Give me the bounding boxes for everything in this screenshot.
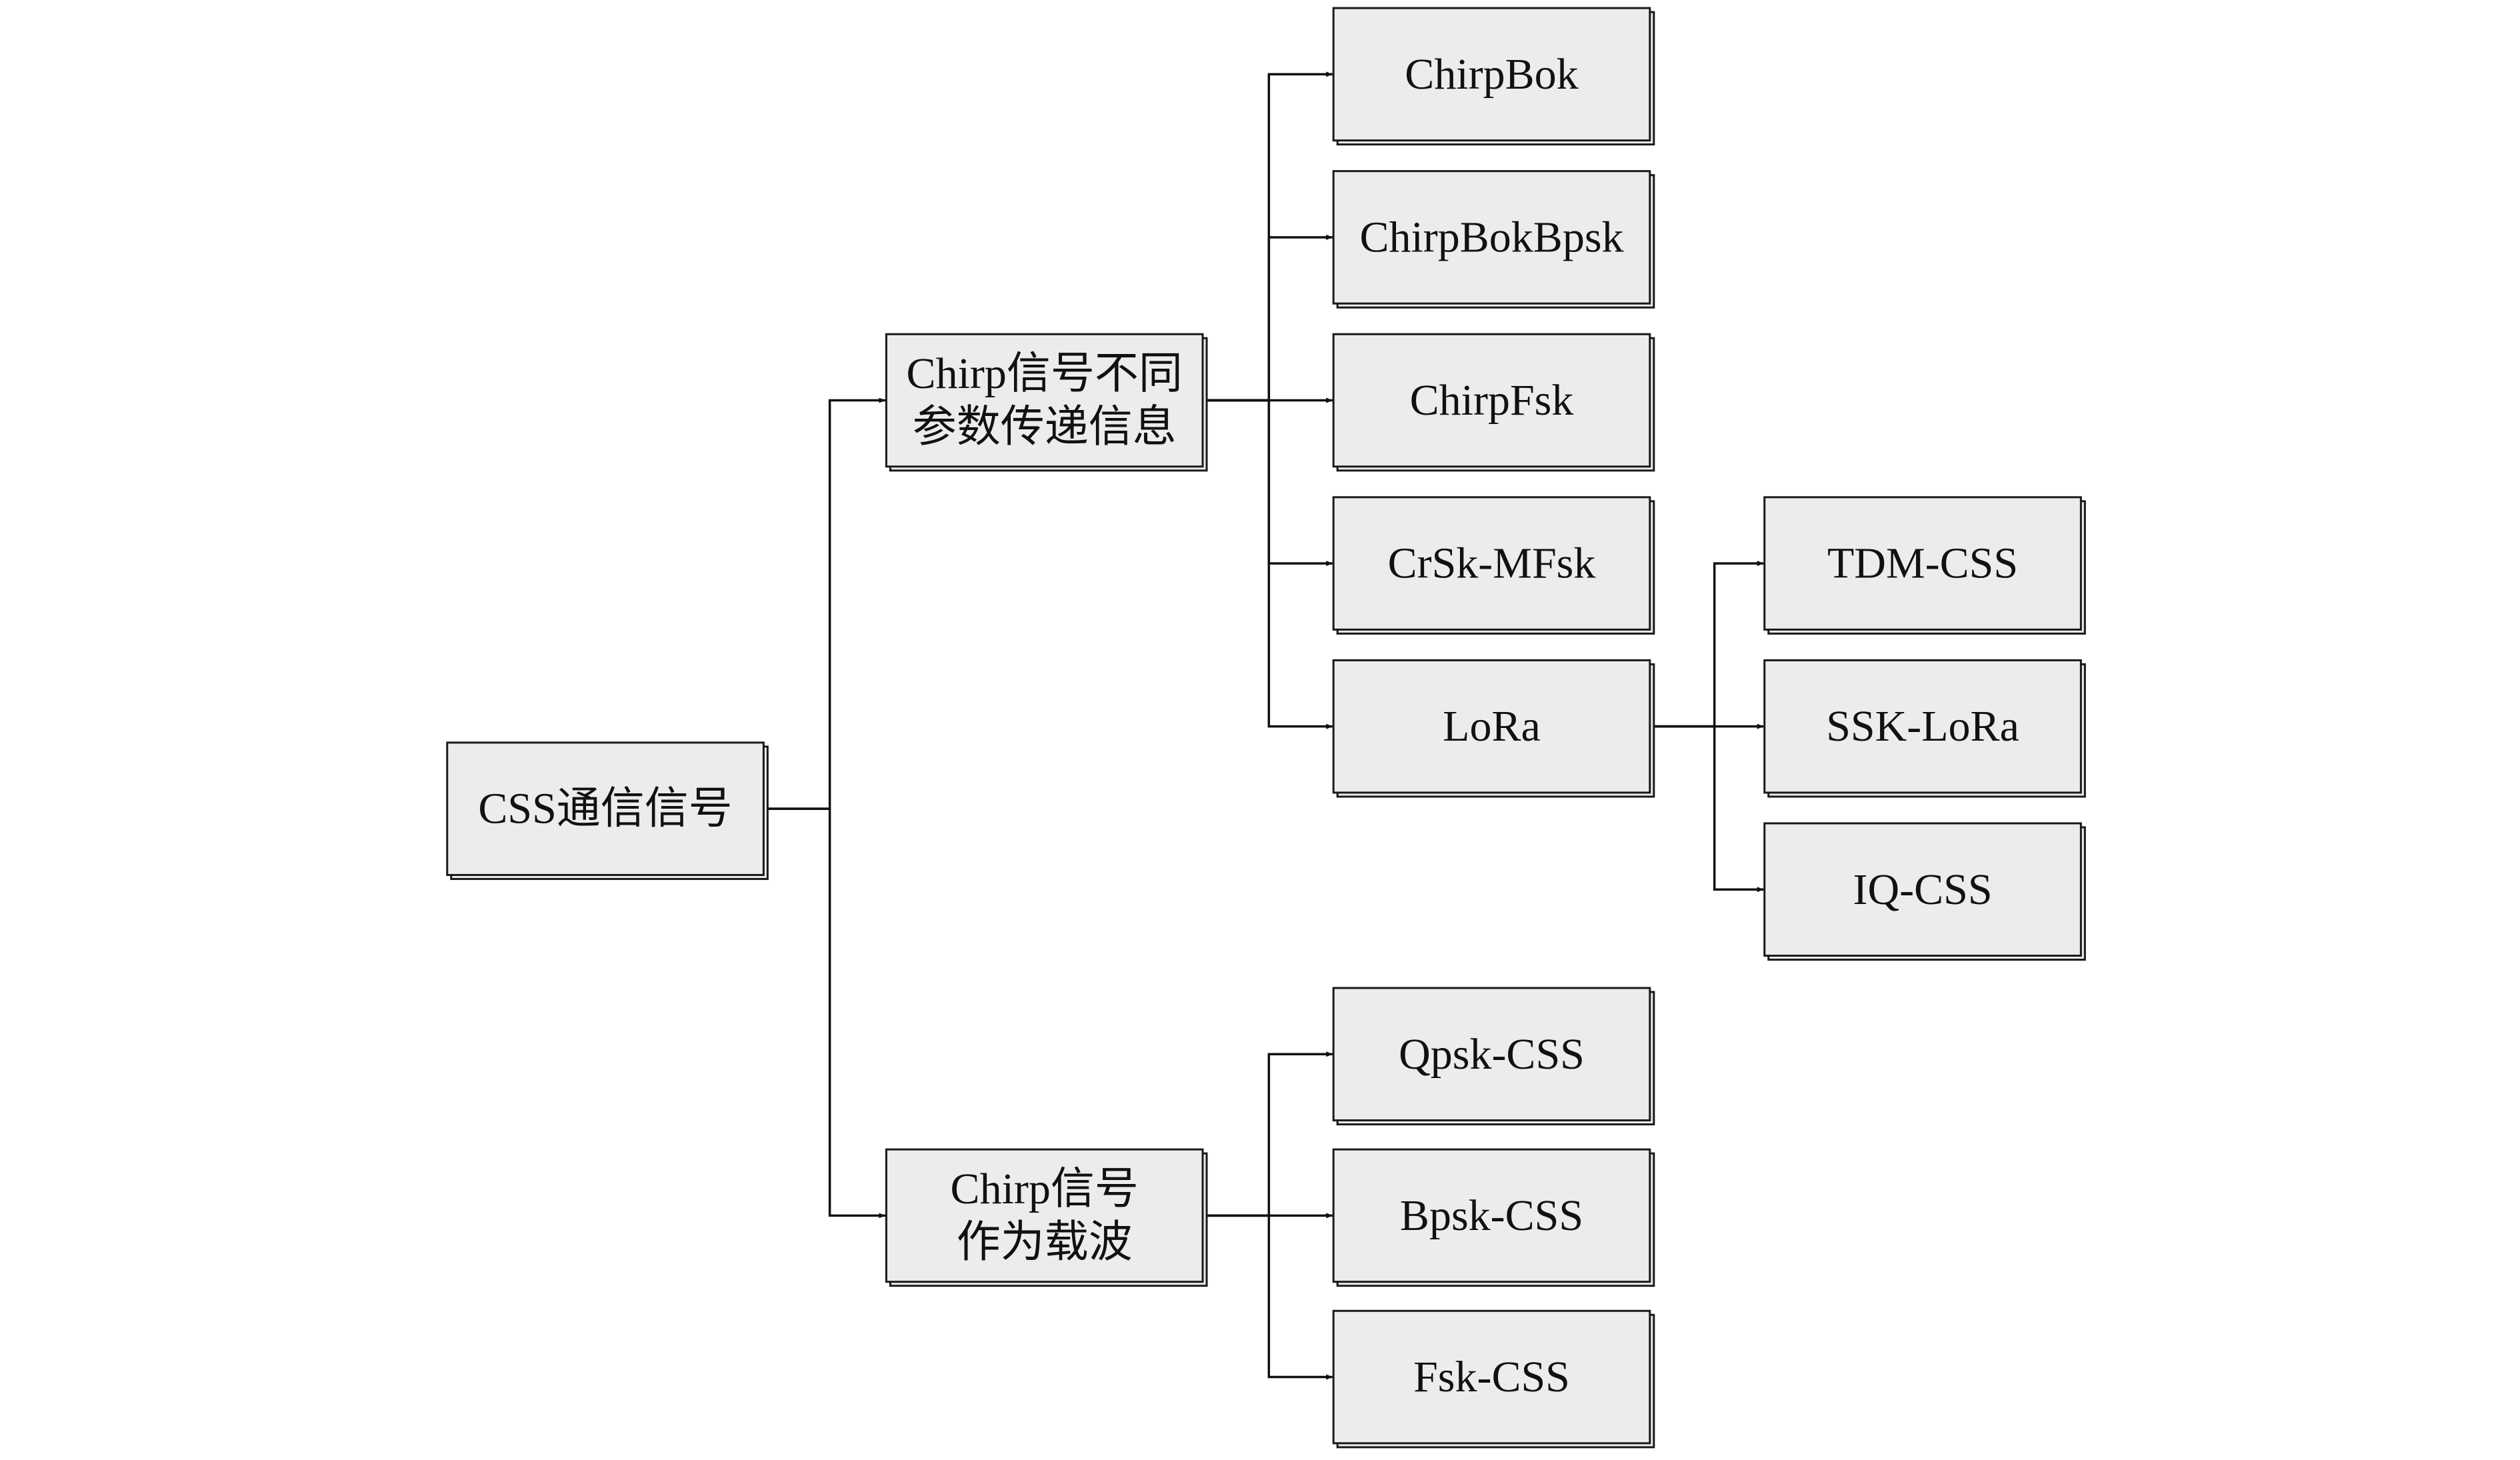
connectors [763,71,1764,1380]
node-root: CSS通信信号 [446,741,769,880]
node-tdm-css: TDM-CSS [1763,496,2086,635]
connector-arrow [1649,561,1764,728]
node-box [1332,659,1651,794]
node-label: ChirpBok [1405,50,1578,99]
node-label: SSK-LoRa [1826,702,2019,751]
node-box [1763,496,2082,631]
node-label: TDM-CSS [1827,539,2018,588]
node-label: 作为载波 [957,1218,1133,1267]
node-label: CSS通信信号 [478,785,732,833]
node-chirpbokbpsk: ChirpBokBpsk [1332,170,1655,309]
node-fsk-css: Fsk-CSS [1332,1309,1655,1449]
node-box [1332,987,1651,1122]
node-box [446,741,765,876]
node-label: Bpsk-CSS [1400,1191,1583,1240]
node-box [1332,496,1651,631]
node-iq-css: IQ-CSS [1763,822,2086,961]
node-qpsk-css: Qpsk-CSS [1332,987,1655,1126]
node-box [1332,1148,1651,1283]
node-label: Fsk-CSS [1413,1353,1570,1401]
connector-arrow [1203,1214,1333,1380]
node-label: 参数传递信息 [913,403,1177,451]
node-label: LoRa [1443,702,1541,751]
connector-arrow [1203,234,1333,402]
node-lora: LoRa [1332,659,1655,798]
connector-arrow [1649,725,1764,893]
node-label: Chirp信号 [951,1165,1139,1213]
node-box [1332,170,1651,305]
node-crsk-mfsk: CrSk-MFsk [1332,496,1655,635]
node-box [1763,659,2082,794]
connector-arrow [1203,399,1333,567]
node-box [1332,7,1651,142]
node-box [885,333,1204,468]
node-box [1763,822,2082,957]
node-box [885,1148,1204,1283]
node-box [1332,333,1651,468]
node-box [1332,1309,1651,1445]
node-chirpfsk: ChirpFsk [1332,333,1655,472]
node-label: IQ-CSS [1853,865,1993,914]
node-label: ChirpFsk [1410,376,1574,425]
connector-arrow [1203,399,1333,729]
connector-arrow [763,807,886,1219]
connector-arrow [1203,1051,1333,1217]
node-label: ChirpBokBpsk [1359,213,1623,261]
connector-arrow [763,397,886,810]
node-label: CrSk-MFsk [1388,539,1596,588]
node-label: Chirp信号不同 [907,349,1183,398]
node-bpsk-css: Bpsk-CSS [1332,1148,1655,1287]
node-ssk-lora: SSK-LoRa [1763,659,2086,798]
node-label: Qpsk-CSS [1399,1030,1585,1079]
node-chirpbok: ChirpBok [1332,7,1655,146]
